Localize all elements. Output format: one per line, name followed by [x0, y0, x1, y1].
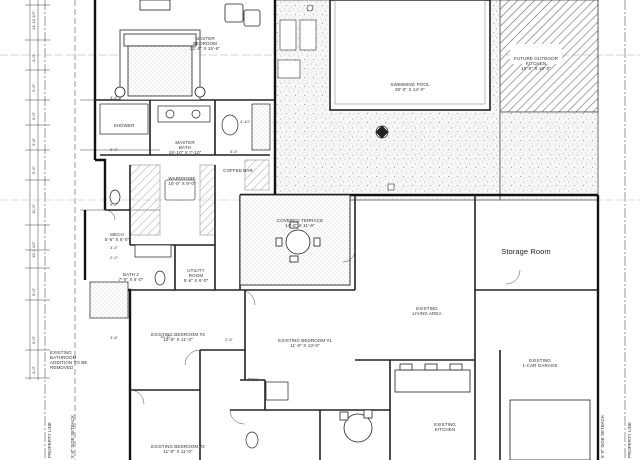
pool-steps — [277, 19, 317, 79]
dim-h-4: 3'-4" — [110, 245, 118, 250]
dim-left-4: 3'-8" — [31, 138, 36, 146]
garage-label: EXISTING 1-CAR GARAGE — [522, 358, 558, 368]
outdoor-kitchen-label-box — [510, 44, 562, 64]
bath-addition-note: EXISTING BATHROOM ADDITION TO BE REMOVED — [50, 350, 88, 370]
dim-h-7: 2'-0" — [110, 255, 118, 260]
step-marker — [387, 183, 395, 191]
dim-left-10: 4'-0" — [31, 366, 36, 374]
hall-dimension: 10'-11" — [160, 334, 173, 339]
dim-h-1: 5'-0" — [110, 202, 118, 207]
entry-dimension: 3'-8" — [110, 335, 118, 340]
bed-icon — [114, 29, 206, 101]
dim-left-3: 6'-0" — [31, 112, 36, 120]
kitchen-island — [394, 363, 471, 393]
dim-h-5: 5'-6" — [230, 149, 238, 154]
door-swings — [104, 209, 521, 425]
armchair-icon — [224, 3, 261, 27]
swimming-pool — [329, 0, 491, 111]
dim-left-6: 11'-0" — [31, 204, 36, 214]
dim-left-5: 5'-6" — [31, 166, 36, 174]
dim-left-1: 4'-0" — [31, 54, 36, 62]
property-line-label-left: PROPERTY LINE — [47, 422, 52, 458]
coffee-bar-label: COFFEE BAR — [223, 168, 253, 173]
dim-left-0: 14'-10 1/2" — [31, 10, 36, 30]
patio-table — [275, 221, 321, 263]
wardrobe-closets — [129, 159, 270, 236]
dim-left-2: 2'-0" — [31, 84, 36, 92]
dim-h-0: 5'-0" — [110, 147, 118, 152]
dim-h-3: 4'-10" — [240, 119, 251, 124]
tv-icon — [139, 0, 171, 11]
storage-room-label: Storage Room — [501, 247, 551, 256]
dim-h-6: 2'-6" — [225, 337, 233, 342]
garage-door — [509, 399, 591, 460]
shower-label: SHOWER — [113, 123, 135, 128]
living-area-label: EXISTING LIVING AREA — [412, 306, 442, 316]
dim-left-7: 10'-1 1/2" — [31, 241, 36, 258]
bath-fixtures — [89, 189, 289, 449]
north-arrow-icon — [375, 125, 389, 139]
master-bath-fixtures — [99, 103, 271, 151]
setback-label-left: 5'-0" SIDE SETBACK — [70, 415, 75, 458]
tree-icon — [306, 4, 314, 12]
kitchen-label: EXISTING KITCHEN — [434, 422, 456, 432]
dining-set — [339, 409, 373, 443]
setback-label-right: 5'-0" SIDE SETBACK — [600, 415, 605, 458]
dim-left-9: 6'-0" — [31, 336, 36, 344]
dim-left-8: 5'-0" — [31, 288, 36, 296]
property-line-label-right: PROPERTY LINE — [627, 422, 632, 458]
dim-h-2: 3'-6" — [110, 95, 118, 100]
pcu-label: PCU — [248, 377, 258, 382]
